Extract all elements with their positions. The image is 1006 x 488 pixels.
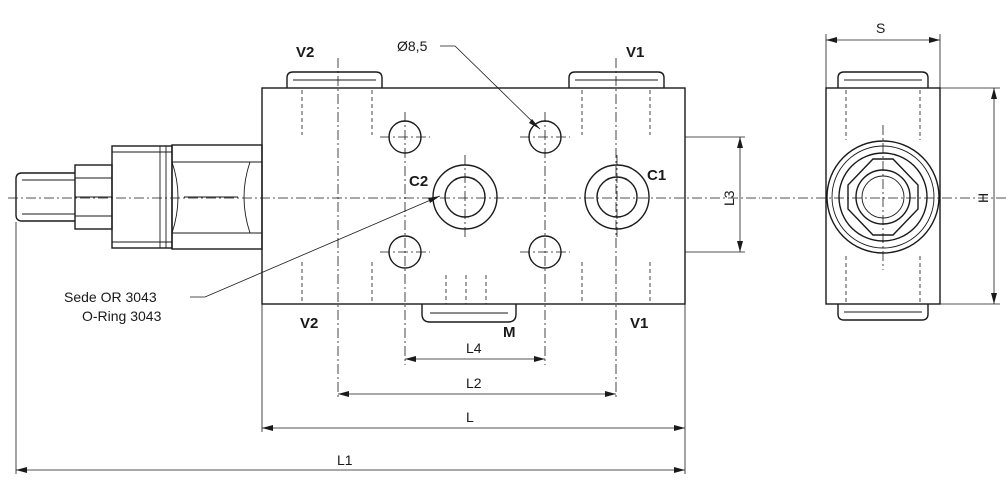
front-view: V2 V1 V2 V1 C2 C1 M Ø8,5 Sede OR 3043 O-… — [8, 38, 760, 474]
diameter-leader — [440, 45, 541, 130]
port-label-v1-top: V1 — [626, 44, 644, 61]
oring-callout: O-Ring 3043 — [82, 308, 162, 324]
port-boss-v2-top — [286, 71, 383, 88]
port-boss-v1-top — [568, 71, 665, 88]
dimension-l3: L3 — [721, 190, 737, 206]
dimension-l2: L2 — [466, 375, 482, 391]
port-label-v2-top: V2 — [296, 44, 314, 61]
hole-diameter-callout: Ø8,5 — [397, 38, 428, 54]
port-label-v1-bottom: V1 — [630, 315, 648, 332]
dimension-l1: L1 — [337, 452, 353, 468]
dimension-h: H — [975, 193, 991, 203]
port-label-c2: C2 — [409, 173, 428, 190]
dimension-s: S — [876, 20, 885, 36]
dimension-l4: L4 — [466, 340, 482, 356]
relief-cartridge — [15, 144, 263, 250]
port-label-c1: C1 — [647, 167, 666, 184]
port-label-m: M — [503, 324, 516, 341]
seat-leader — [190, 195, 441, 298]
seat-callout: Sede OR 3043 — [64, 289, 157, 305]
port-label-v2-bottom: V2 — [300, 315, 318, 332]
valve-body — [261, 87, 686, 305]
dimension-l: L — [466, 409, 474, 425]
side-body — [825, 87, 941, 305]
port-boss-m — [421, 304, 517, 323]
side-view: S H — [762, 20, 1006, 321]
